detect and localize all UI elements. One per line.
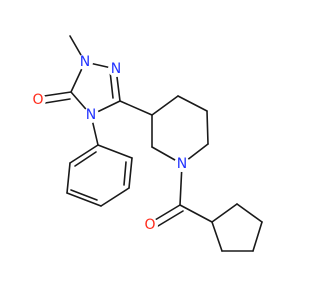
bond-cp-3 — [252, 221, 263, 252]
atom-n-piperidine: N — [174, 156, 190, 172]
atom-o-amide-label: O — [144, 217, 155, 233]
bond-cp-1 — [211, 203, 238, 223]
bond-pip-2 — [177, 95, 208, 112]
atom-n2-label: N — [111, 61, 121, 77]
bond-c3-piperidine — [119, 100, 153, 116]
bond-phenyl-inner-1 — [123, 161, 127, 186]
atom-n1-label: N — [80, 54, 90, 70]
bond-pip-3 — [206, 110, 209, 145]
bond-phenyl-3 — [100, 187, 130, 207]
bond-phenyl-1 — [97, 144, 133, 159]
bond-phenyl-6 — [69, 144, 99, 164]
bond-cp-2 — [236, 203, 263, 223]
bond-c5-o-double — [44, 98, 71, 104]
atom-n-piperidine-label: N — [177, 156, 187, 172]
atom-labels: N N N O N O — [30, 54, 190, 233]
atom-o-amide: O — [142, 217, 158, 233]
atom-o-carbonyl-ring: O — [30, 92, 46, 108]
atom-n4: N — [83, 107, 99, 123]
bond-c5-o — [43, 91, 72, 97]
atom-n2: N — [108, 61, 124, 77]
bond-phenyl-5 — [66, 162, 71, 194]
bond-carbonyl-o — [154, 204, 181, 221]
atom-n4-label: N — [86, 107, 96, 123]
atom-n1: N — [77, 54, 93, 70]
molecule-diagram: N N N O N O — [30, 35, 263, 252]
atom-o-carbonyl-ring-label: O — [32, 92, 43, 108]
bond-phenyl-2 — [128, 157, 133, 189]
bond-n2-c3-double — [109, 70, 114, 99]
bond-pip-1 — [151, 95, 179, 116]
bond-carbonyl-cyclopentyl — [179, 204, 213, 223]
bond-phenyl-inner-3 — [74, 151, 97, 167]
bond-carbonyl-o-double — [157, 210, 184, 227]
bond-cp-5 — [211, 221, 223, 252]
bond-phenyl-4 — [66, 192, 102, 207]
bond-phenyl-inner-2 — [70, 189, 98, 201]
